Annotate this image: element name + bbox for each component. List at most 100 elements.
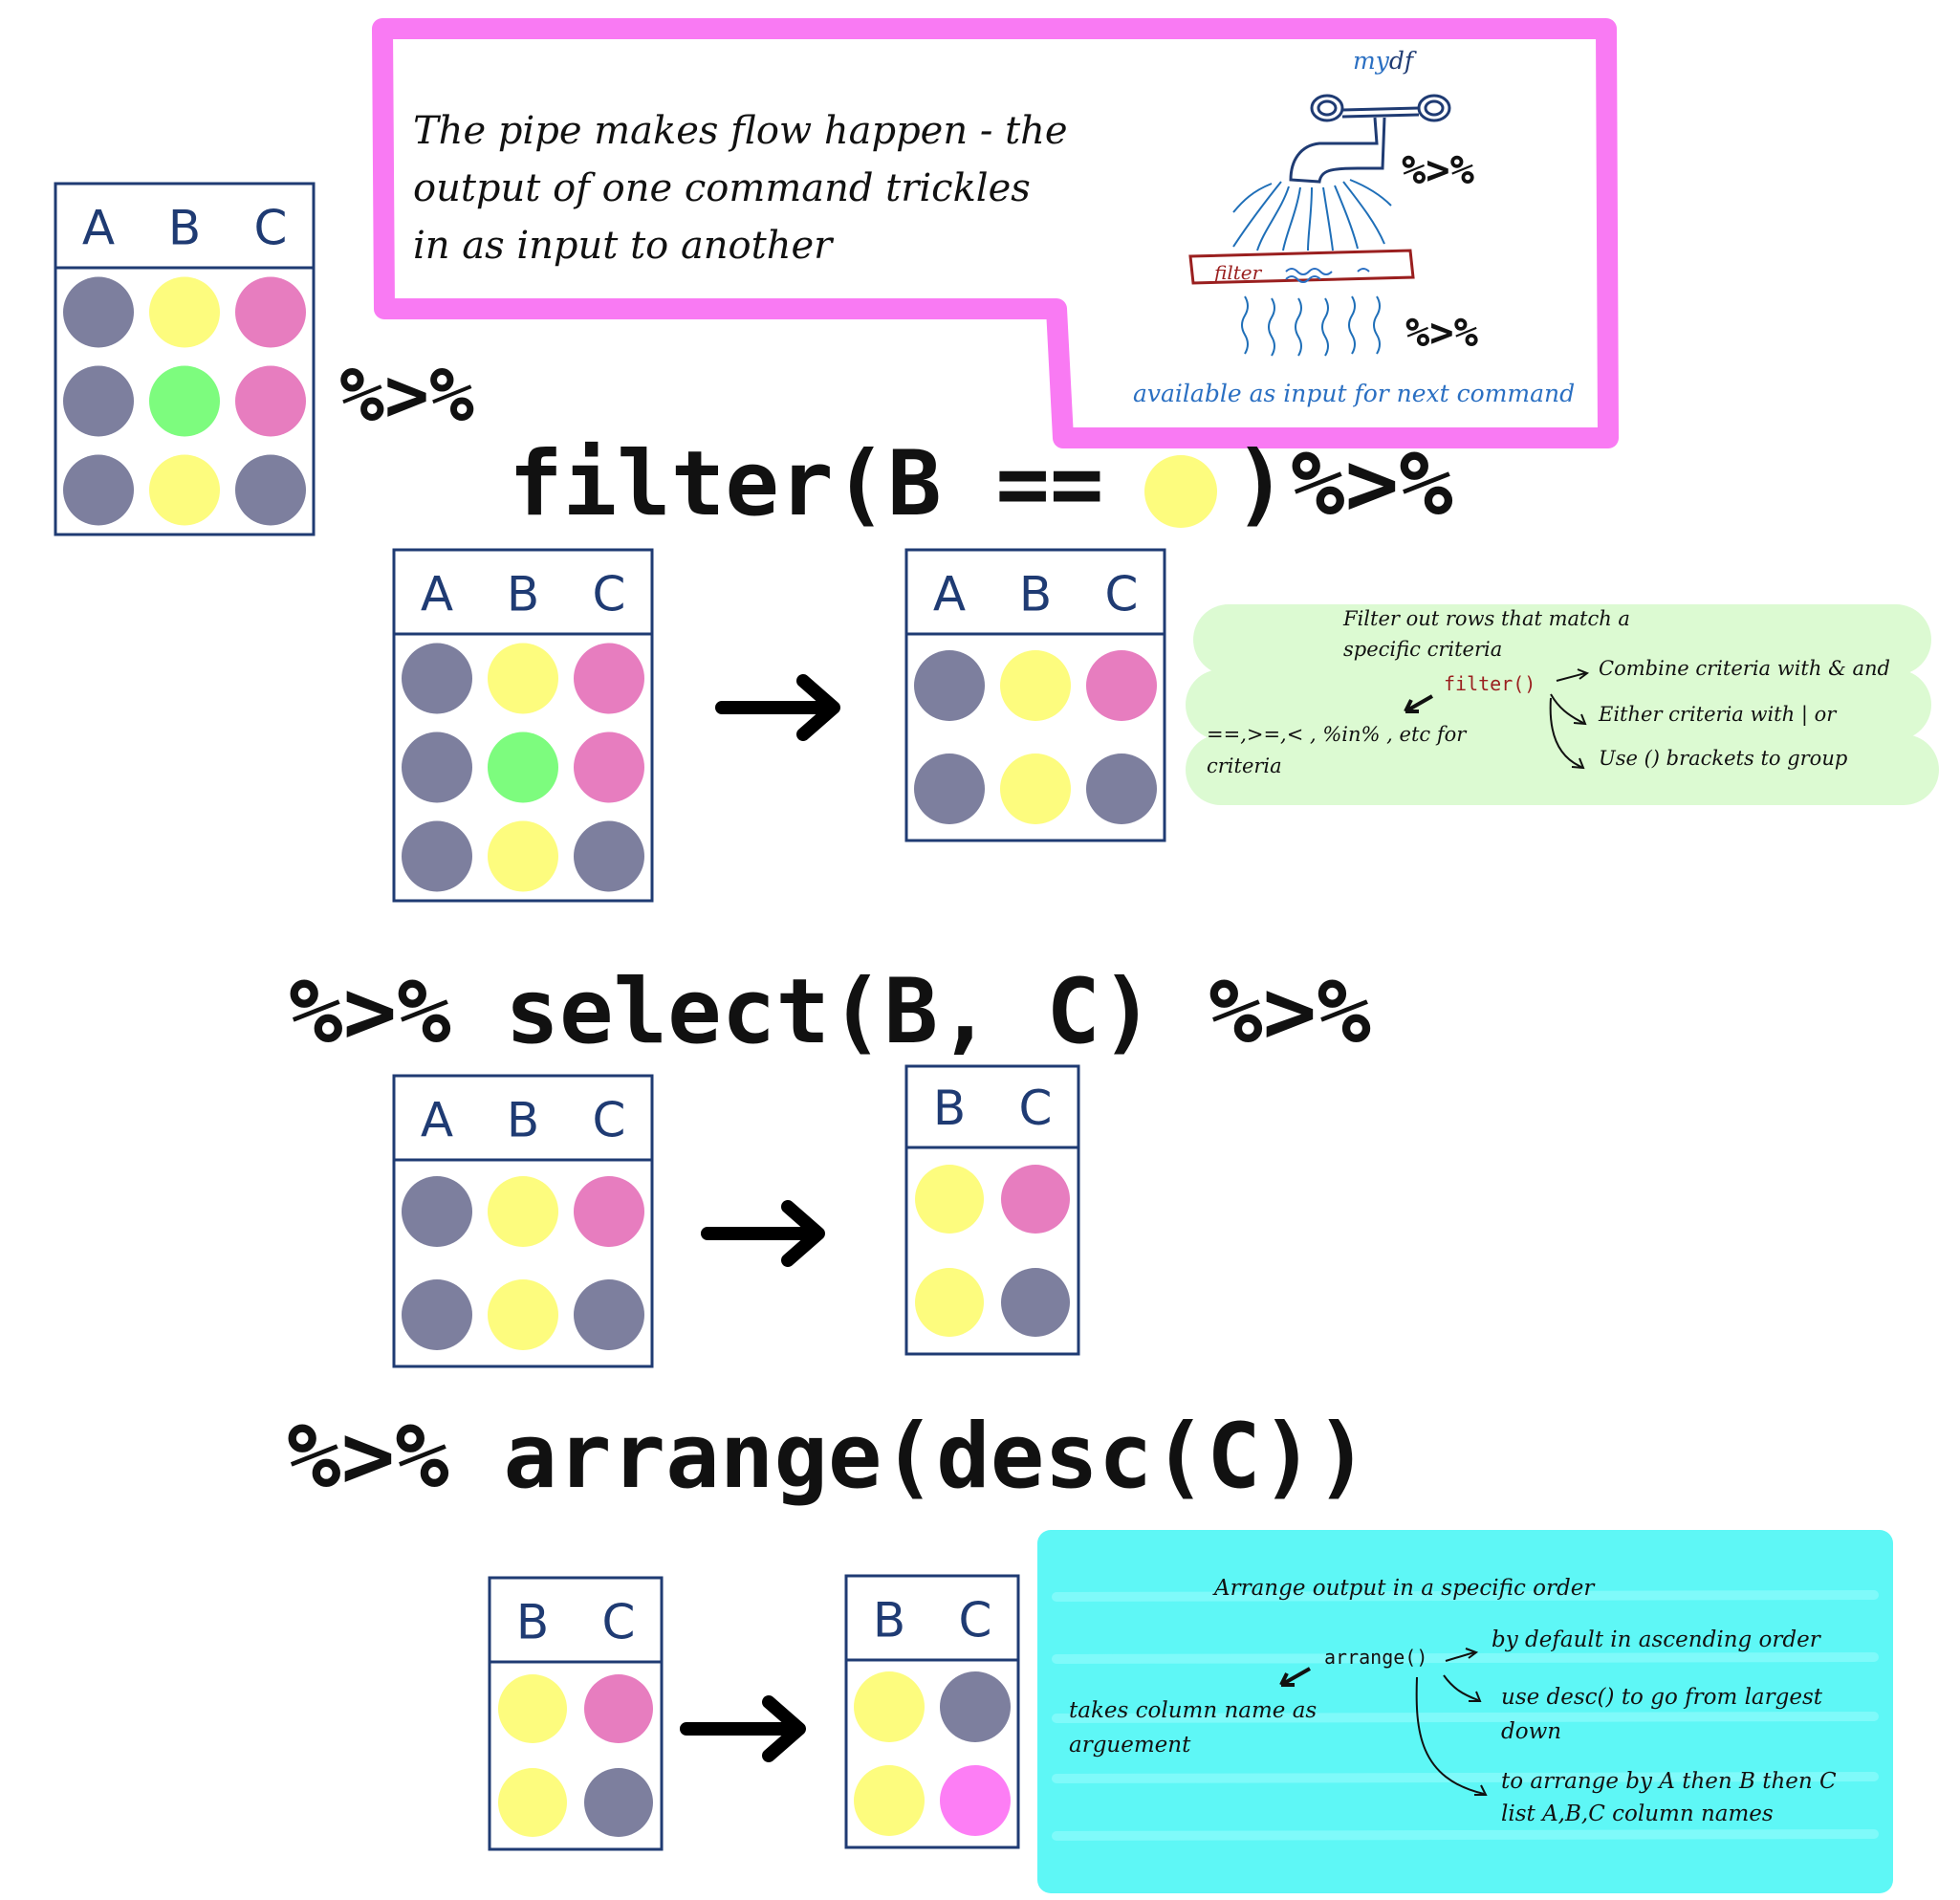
table-cell-grey-dot [914, 650, 985, 721]
table-frame [392, 548, 654, 903]
table-cell-yellow-dot [915, 1165, 984, 1234]
table-cell-pink-dot [584, 1674, 653, 1743]
arrange-note-right-3b: list A,B,C column names [1501, 1802, 1774, 1826]
table-header-b: B [873, 1592, 905, 1648]
filter-note-bg-1 [1193, 604, 1931, 675]
select-code: %>% select(B, C) %>% [289, 960, 1371, 1064]
table-frame [54, 182, 316, 536]
arrange-note-left-1: takes column name as [1069, 1698, 1317, 1723]
table-cell-pink-dot [574, 643, 644, 714]
select-arrow-icon [701, 1200, 825, 1267]
table-frame [392, 1074, 654, 1368]
table-cell-pink-dot [235, 276, 306, 348]
intro-caption: available as input for next command [1133, 380, 1575, 407]
table-cell-yellow-dot [915, 1268, 984, 1337]
arrange-note-stripes [1052, 1590, 1879, 1841]
table-cell-yellow-dot [149, 454, 220, 526]
filter-note-title-1: Filter out rows that match a [1342, 607, 1630, 630]
intro-text-line-2: output of one command trickles [413, 166, 1031, 210]
table-cell-grey-dot [402, 1176, 472, 1247]
intro-text-line-1: The pipe makes flow happen - the [413, 109, 1068, 153]
arrange-code: %>% arrange(desc(C)) [287, 1405, 1369, 1509]
table-cell-magenta-dot [940, 1765, 1011, 1836]
table-cell-yellow-dot [488, 1176, 558, 1247]
table-cell-pink-dot [1001, 1165, 1070, 1234]
table-header-c: C [254, 200, 288, 255]
table-cell-grey-dot [584, 1768, 653, 1837]
table-cell-grey-dot [402, 732, 472, 803]
table-cell-yellow-dot [149, 276, 220, 348]
drip-lines [1241, 295, 1381, 357]
table-frame [844, 1574, 1020, 1849]
table-header-b: B [507, 1092, 539, 1147]
filter-note-right-1: Combine criteria with & and [1599, 657, 1890, 680]
table-cell-grey-dot [574, 1279, 644, 1350]
table-cell-grey-dot [63, 276, 134, 348]
table-frame [904, 548, 1166, 842]
table-cell-pink-dot [1086, 650, 1157, 721]
arrange-note-left-2: arguement [1069, 1733, 1191, 1758]
table-cell-pink-dot [574, 1176, 644, 1247]
arrange-note-right-2b: down [1501, 1719, 1561, 1744]
table-cell-green-dot [149, 365, 220, 437]
table-cell-grey-dot [235, 454, 306, 526]
filter-note-right-2: Either criteria with | or [1598, 703, 1838, 727]
arrange-arrow-icon [680, 1695, 806, 1762]
filter-bar-label: filter [1212, 261, 1263, 284]
table-cell-pink-dot [235, 365, 306, 437]
table-cell-yellow-dot [854, 1671, 925, 1742]
arrange-note-right-3a: to arrange by A then B then C [1501, 1769, 1837, 1794]
filter-note-right-3: Use () brackets to group [1599, 747, 1847, 770]
table-frame [904, 1064, 1080, 1356]
arrange-note-right-1: by default in ascending order [1492, 1627, 1822, 1652]
table-cell-grey-dot [1001, 1268, 1070, 1337]
table-cell-yellow-dot [498, 1768, 567, 1837]
intro-callout-border [372, 18, 1619, 448]
table-cell-yellow-dot [488, 643, 558, 714]
water-splash [1232, 179, 1392, 251]
table-cell-pink-dot [574, 732, 644, 803]
table-header-c: C [593, 1092, 626, 1147]
tap-sketch: mydf filter [1133, 47, 1575, 407]
filter-note-title-2: specific criteria [1343, 638, 1502, 661]
table-cell-grey-dot [63, 454, 134, 526]
arrange-note-arrows [1279, 1648, 1488, 1796]
arrange-note-bg [1037, 1530, 1893, 1893]
table-header-a: A [421, 1092, 453, 1147]
filter-note-left-1: ==,>=,< , %in% , etc for [1207, 723, 1468, 746]
intro-text-line-3: in as input to another [413, 224, 835, 268]
table-cell-grey-dot [402, 1279, 472, 1350]
filter-note-arrows [1404, 668, 1590, 770]
filter-note-left-2: criteria [1207, 754, 1282, 777]
table-header-b: B [1019, 566, 1052, 622]
table-header-b: B [507, 566, 539, 622]
source-pipe: %>% [339, 353, 474, 439]
table-cell-green-dot [488, 732, 558, 803]
table-cell-grey-dot [63, 365, 134, 437]
table-cell-grey-dot [402, 820, 472, 892]
filter-note-bg-3 [1186, 734, 1939, 805]
table-cell-yellow-dot [488, 820, 558, 892]
table-frame [488, 1576, 664, 1851]
filter-note-func: filter() [1444, 672, 1535, 695]
table-cell-grey-dot [574, 820, 644, 892]
table-header-c: C [602, 1594, 636, 1649]
table-header-b: B [933, 1081, 966, 1136]
table-cell-yellow-dot [1000, 650, 1071, 721]
table-cell-grey-dot [1086, 753, 1157, 824]
arrange-note-func: arrange() [1324, 1646, 1427, 1669]
intro-callout: The pipe makes flow happen - the output … [372, 18, 1619, 448]
filter-note: Filter out rows that match a specific cr… [1186, 604, 1939, 805]
arrange-note: Arrange output in a specific order arran… [1037, 1530, 1893, 1893]
table-cell-grey-dot [940, 1671, 1011, 1742]
table-header-a: A [421, 566, 453, 622]
table-header-a: A [82, 200, 115, 255]
table-header-c: C [1019, 1081, 1053, 1136]
